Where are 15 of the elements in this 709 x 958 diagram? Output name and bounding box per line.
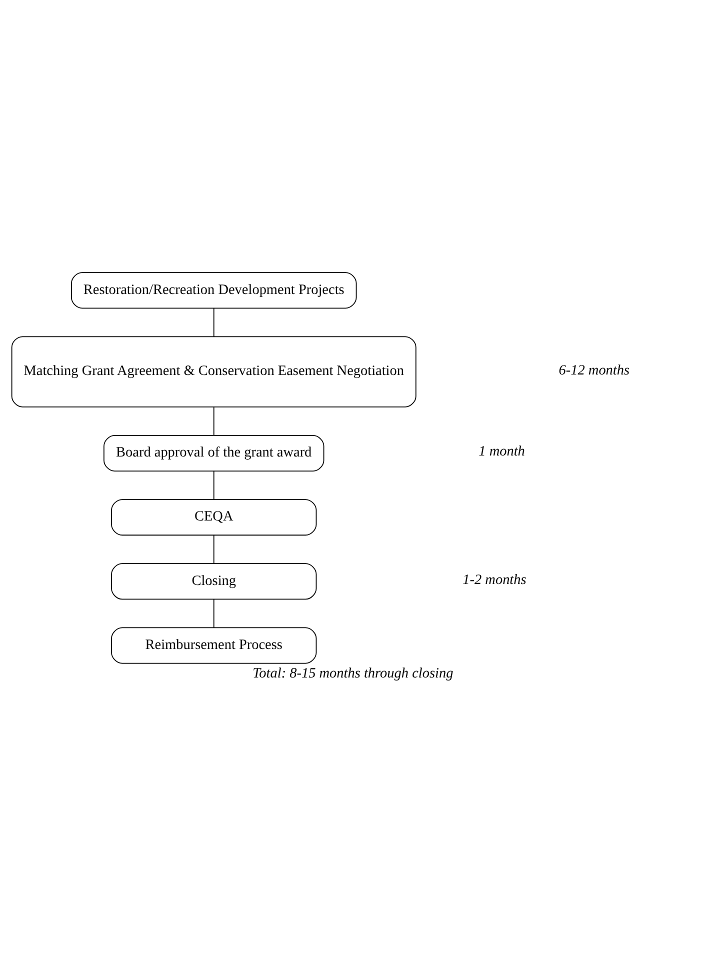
label: 1-2 months xyxy=(462,571,526,588)
connector xyxy=(213,308,214,337)
connector xyxy=(213,534,214,564)
caption: Total: 8-15 months through closing xyxy=(252,664,454,681)
connector xyxy=(213,470,214,500)
node-box: Reimbursement Process xyxy=(111,626,317,664)
label: 6-12 months xyxy=(558,362,630,378)
node-box: Restoration/Recreation Development Projects xyxy=(71,272,357,308)
label: 1 month xyxy=(478,443,525,460)
connector xyxy=(213,598,214,628)
connector xyxy=(213,406,214,436)
node-box: Board approval of the grant award xyxy=(104,434,324,471)
node-box: CEQA xyxy=(111,498,317,536)
node-box: Closing xyxy=(111,562,317,600)
node-box: Matching Grant Agreement & Conservation Easement Negotiation xyxy=(11,336,416,407)
